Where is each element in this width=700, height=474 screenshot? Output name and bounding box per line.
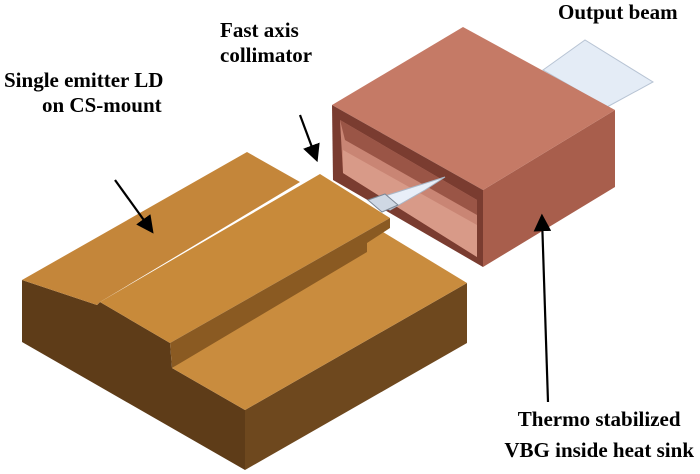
label-line: Single emitter LD [4, 68, 164, 92]
label-single-emitter: Single emitter LD on CS-mount [4, 68, 163, 118]
arrow-collimator [298, 114, 320, 163]
label-vbg-heat-sink: Thermo stabilized VBG inside heat sink [504, 404, 694, 466]
label-line: Fast axis [220, 18, 299, 42]
label-line: on CS-mount [42, 93, 162, 117]
label-line: collimator [220, 43, 313, 67]
label-fast-axis-collimator: Fast axis collimator [220, 18, 312, 68]
label-line: VBG inside heat sink [504, 438, 694, 462]
cs-mount-ld [22, 152, 467, 470]
fast-axis-collimator [367, 193, 399, 213]
arrow-vbg [533, 213, 552, 403]
arrow-emitter [114, 179, 154, 234]
label-output-beam: Output beam [558, 0, 678, 24]
label-line: Thermo stabilized [517, 407, 681, 431]
